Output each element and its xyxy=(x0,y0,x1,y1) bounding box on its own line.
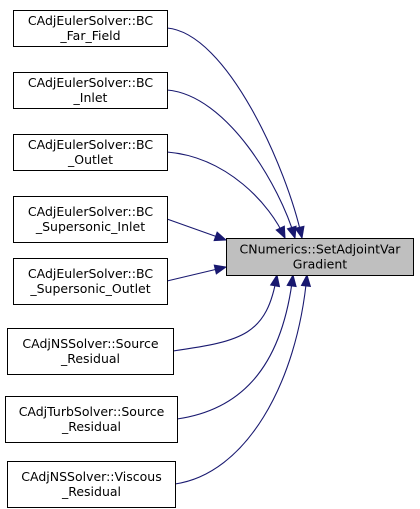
edge-line xyxy=(166,151,286,239)
edge-cadjnssolver-viscous-residual-to-target xyxy=(174,273,312,485)
caller-node-cadjeulersolver-bc-inlet-box xyxy=(13,72,168,109)
caller-node-cadjeulersolver-bc-inlet-label-line-1: CAdjEulerSolver::BC xyxy=(28,75,153,90)
caller-node-cadjeulersolver-bc-supersonic-outlet-label-line-2: _Supersonic_Outlet xyxy=(29,281,150,296)
arrowhead xyxy=(286,273,297,288)
caller-node-cadjnssolver-viscous-residual-label-line-1: CAdjNSSolver::Viscous xyxy=(21,469,161,484)
target-node-cnumerics-setadjointvargradient-box xyxy=(226,238,414,276)
arrowhead xyxy=(213,264,228,275)
caller-node-cadjnssolver-viscous-residual-box xyxy=(7,461,176,508)
caller-node-cadjeulersolver-bc-supersonic-inlet-label-line-2: _Supersonic_Inlet xyxy=(35,219,145,234)
caller-node-cadjeulersolver-bc-outlet[interactable]: CAdjEulerSolver::BC_Outlet xyxy=(13,134,168,171)
arrowhead xyxy=(294,225,305,240)
edge-line xyxy=(176,274,294,420)
edge-cadjeulersolver-bc-far-field-to-target xyxy=(166,27,305,240)
caller-node-cadjeulersolver-bc-outlet-label-line-2: _Outlet xyxy=(67,152,113,167)
caller-node-cadjeulersolver-bc-far-field-box xyxy=(13,10,168,47)
target-node-cnumerics-setadjointvargradient-label-line-1: CNumerics::SetAdjointVar xyxy=(240,242,402,257)
caller-node-cadjnssolver-source-residual-label-line-1: CAdjNSSolver::Source xyxy=(22,336,158,351)
caller-node-cadjeulersolver-bc-far-field[interactable]: CAdjEulerSolver::BC_Far_Field xyxy=(13,10,168,47)
caller-node-cadjeulersolver-bc-inlet[interactable]: CAdjEulerSolver::BC_Inlet xyxy=(13,72,168,109)
caller-node-cadjeulersolver-bc-far-field-label-line-2: _Far_Field xyxy=(59,28,120,43)
arrowhead xyxy=(275,225,286,240)
caller-node-cadjnssolver-viscous-residual[interactable]: CAdjNSSolver::Viscous_Residual xyxy=(7,461,176,508)
caller-node-cadjeulersolver-bc-supersonic-inlet-label-line-1: CAdjEulerSolver::BC xyxy=(28,204,153,219)
caller-node-cadjturbsolver-source-residual-label-line-2: _Residual xyxy=(61,419,121,434)
caller-node-cadjnssolver-source-residual-box xyxy=(7,328,174,375)
nodes-group: CNumerics::SetAdjointVarGradientCAdjEule… xyxy=(5,10,414,508)
edge-cadjeulersolver-bc-outlet-to-target xyxy=(166,151,286,240)
caller-node-cadjeulersolver-bc-supersonic-outlet-label-line-1: CAdjEulerSolver::BC xyxy=(28,266,153,281)
target-node-cnumerics-setadjointvargradient-label-line-2: Gradient xyxy=(293,257,348,272)
caller-node-cadjeulersolver-bc-inlet-label-line-2: _Inlet xyxy=(73,90,108,105)
edge-line xyxy=(166,89,296,239)
caller-node-cadjturbsolver-source-residual[interactable]: CAdjTurbSolver::Source_Residual xyxy=(5,396,178,443)
caller-node-cadjeulersolver-bc-supersonic-inlet-box xyxy=(13,196,168,243)
caller-node-cadjnssolver-viscous-residual-label-line-2: _Residual xyxy=(61,484,121,499)
caller-node-cadjeulersolver-bc-far-field-label-line-1: CAdjEulerSolver::BC xyxy=(28,13,153,28)
arrowhead xyxy=(269,273,281,288)
caller-node-cadjeulersolver-bc-supersonic-outlet[interactable]: CAdjEulerSolver::BC_Supersonic_Outlet xyxy=(13,258,168,305)
edge-cadjeulersolver-bc-supersonic-inlet-to-target xyxy=(166,218,228,242)
caller-node-cadjeulersolver-bc-supersonic-outlet-box xyxy=(13,258,168,305)
caller-node-cadjturbsolver-source-residual-box xyxy=(5,396,178,443)
edge-line xyxy=(166,27,303,239)
caller-node-cadjeulersolver-bc-outlet-label-line-1: CAdjEulerSolver::BC xyxy=(28,137,153,152)
caller-node-cadjeulersolver-bc-outlet-box xyxy=(13,134,168,171)
caller-node-cadjeulersolver-bc-supersonic-inlet[interactable]: CAdjEulerSolver::BC_Supersonic_Inlet xyxy=(13,196,168,243)
caller-node-cadjnssolver-source-residual[interactable]: CAdjNSSolver::Source_Residual xyxy=(7,328,174,375)
arrowhead xyxy=(300,273,312,287)
caller-node-cadjnssolver-source-residual-label-line-2: _Residual xyxy=(60,351,120,366)
edge-cadjturbsolver-source-residual-to-target xyxy=(176,273,297,420)
edge-cadjeulersolver-bc-inlet-to-target xyxy=(166,89,297,240)
edge-line xyxy=(172,274,278,352)
edge-cadjeulersolver-bc-supersonic-outlet-to-target xyxy=(166,264,228,282)
arrowhead xyxy=(286,225,297,240)
edge-line xyxy=(174,274,308,485)
arrowhead xyxy=(213,231,228,242)
caller-node-cadjturbsolver-source-residual-label-line-1: CAdjTurbSolver::Source xyxy=(19,404,165,419)
edges-group xyxy=(166,27,312,485)
edge-cadjnssolver-source-residual-to-target xyxy=(172,273,281,352)
